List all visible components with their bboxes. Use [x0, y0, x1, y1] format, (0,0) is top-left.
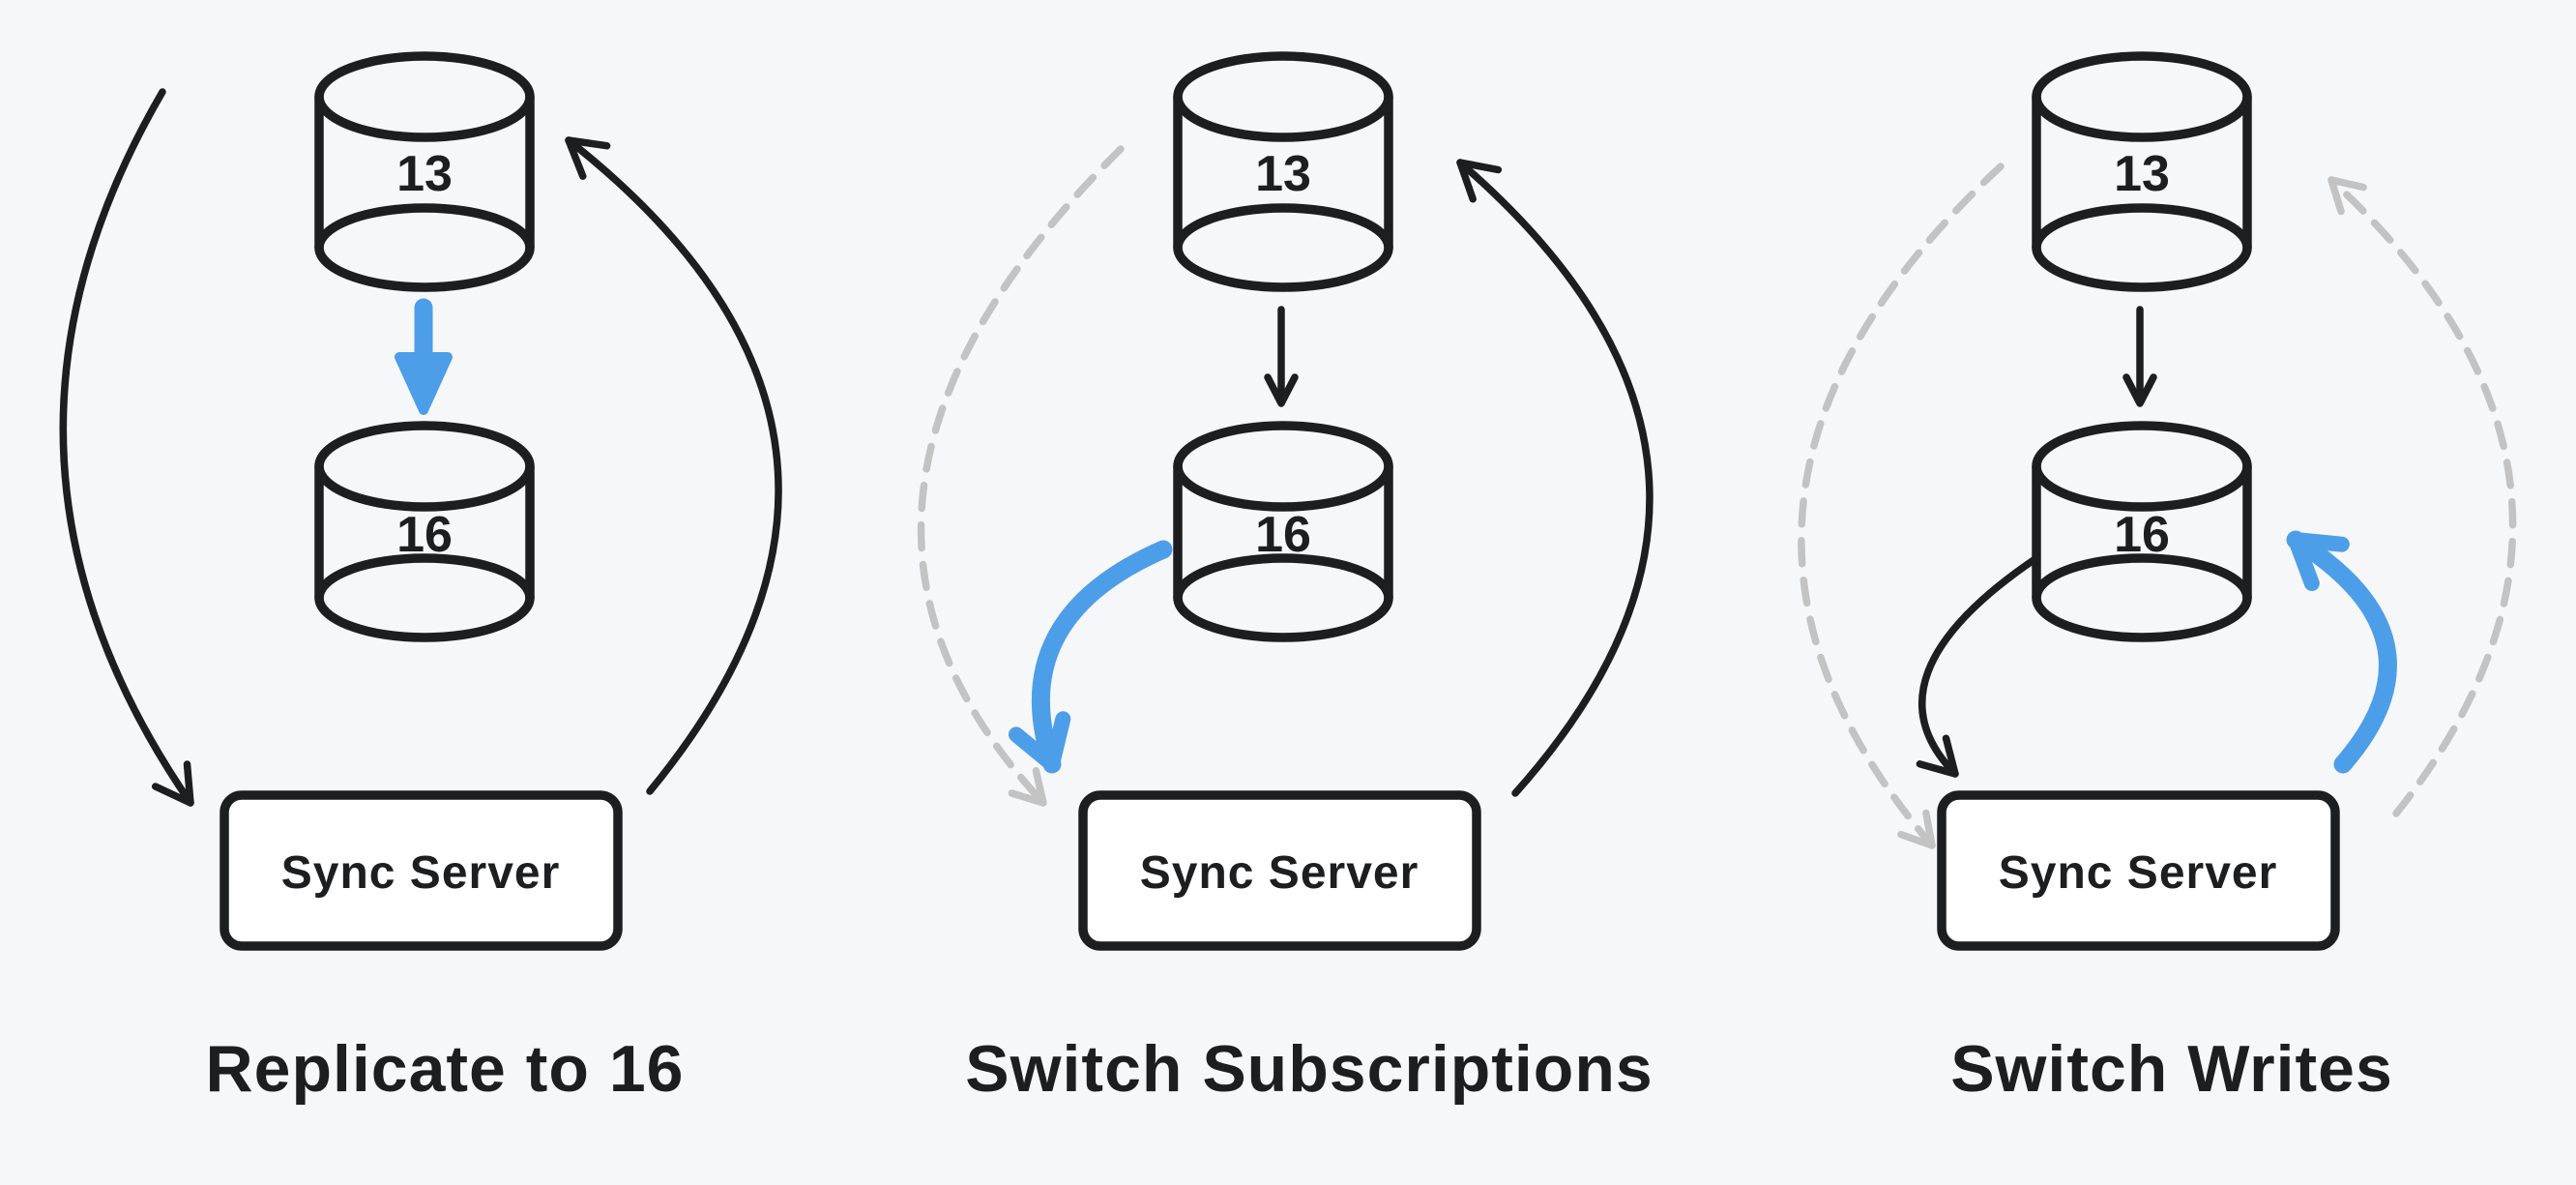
- arrow-old-sync-server-to-13: [2327, 176, 2517, 817]
- arrow-replicate-13-to-16: [1264, 306, 1299, 407]
- db-cylinder-13: 13: [2032, 51, 2252, 292]
- panel-switch-subscriptions-drawing: 13 16 Sync Serv: [917, 51, 1654, 1106]
- arrow-13-to-sync-server: [59, 88, 194, 807]
- arrow-new-16-to-sync-server: [1009, 540, 1173, 774]
- sync-server-label: Sync Server: [1999, 847, 2278, 899]
- arrow-new-sync-server-to-16: [2286, 530, 2397, 774]
- db-cylinder-16: 16: [1173, 421, 1393, 642]
- db-cylinder-13: 13: [1173, 51, 1393, 292]
- arrow-sync-server-to-13: [565, 136, 782, 795]
- arrowhead-down-icon: [1897, 809, 1936, 849]
- panel-title: Replicate to 16: [206, 1032, 685, 1106]
- arrowhead-up-icon: [2288, 532, 2350, 591]
- arrow-old-13-to-sync-server: [1798, 163, 2005, 849]
- db-16-label: 16: [2114, 507, 2170, 563]
- panel-switch-writes: 13 16: [1717, 0, 2576, 1185]
- db-cylinder-13: 13: [314, 51, 535, 292]
- arrowhead-up-icon: [565, 136, 611, 180]
- arrow-replicate-13-to-16: [2122, 306, 2157, 407]
- db-cylinder-16: 16: [2032, 421, 2252, 642]
- sync-server-box: Sync Server: [1937, 790, 2340, 951]
- panel-title: Switch Writes: [1950, 1032, 2393, 1106]
- db-16-label: 16: [1255, 507, 1311, 563]
- sync-server-label: Sync Server: [281, 847, 561, 899]
- arrowhead-up-icon: [2327, 176, 2367, 216]
- arrow-replicate-13-to-16: [395, 298, 453, 415]
- sync-server-box: Sync Server: [220, 790, 623, 951]
- arrowhead-down-icon: [1009, 711, 1071, 772]
- arrowhead-down-icon: [1008, 767, 1047, 807]
- db-cylinder-16: 16: [314, 421, 535, 642]
- db-13-label: 13: [396, 146, 453, 202]
- sync-server-box: Sync Server: [1078, 790, 1481, 951]
- arrowhead-down-icon: [1916, 734, 1959, 778]
- db-16-label: 16: [396, 507, 453, 563]
- arrowhead-down-icon: [395, 352, 453, 415]
- arrowhead-down-icon: [1264, 373, 1299, 407]
- arrow-old-13-to-sync-server: [917, 145, 1125, 807]
- arrow-sync-server-to-13: [1456, 159, 1654, 797]
- arrow-16-to-sync-server: [1916, 554, 2040, 778]
- panel-replicate-to-16: 13 16 Sync Server Replicate to 16: [0, 0, 859, 1185]
- db-13-label: 13: [1255, 146, 1311, 202]
- panel-switch-subscriptions: 13 16 Sync Serv: [859, 0, 1717, 1185]
- panel-title: Switch Subscriptions: [965, 1032, 1653, 1106]
- panel-switch-writes-drawing: 13 16: [1798, 51, 2517, 1106]
- arrowhead-down-icon: [151, 760, 194, 807]
- arrowhead-up-icon: [1456, 159, 1503, 203]
- db-13-label: 13: [2114, 146, 2170, 202]
- arrowhead-down-icon: [2122, 373, 2157, 407]
- sync-server-label: Sync Server: [1140, 847, 1420, 899]
- panel-replicate-to-16-drawing: 13 16 Sync Server Replicate to 16: [59, 51, 782, 1106]
